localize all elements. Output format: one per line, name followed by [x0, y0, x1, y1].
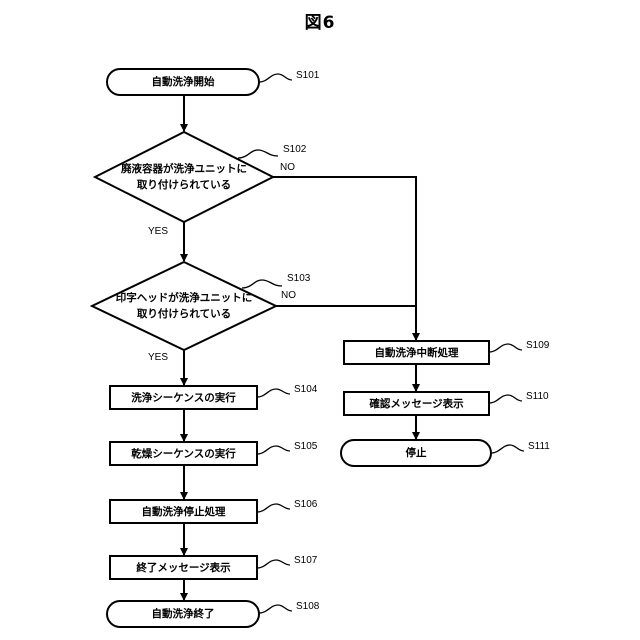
decision-node-s102: 廃液容器が洗浄ユニットに 取り付けられている [95, 160, 273, 194]
leader-s105 [257, 446, 290, 454]
step-label-s107: S107 [294, 555, 317, 566]
start-node: 自動洗浄開始 [107, 69, 259, 95]
process-node-s109: 自動洗浄中断処理 [344, 341, 489, 364]
decision-node-s103: 印字ヘッドが洗浄ユニットに 取り付けられている [92, 289, 276, 323]
decision-s103-line2: 取り付けられている [137, 306, 231, 322]
leader-s108 [259, 605, 292, 613]
stop-node: 停止 [341, 440, 491, 466]
decision-s102-line2: 取り付けられている [137, 177, 231, 193]
step-label-s108: S108 [296, 601, 319, 612]
process-node-s110: 確認メッセージ表示 [344, 392, 489, 415]
process-node-s107: 終了メッセージ表示 [110, 556, 257, 579]
no-label-s102: NO [280, 162, 295, 173]
step-label-s101: S101 [296, 70, 319, 81]
leader-s106 [257, 504, 290, 512]
process-node-s104: 洗浄シーケンスの実行 [110, 386, 257, 409]
leader-s109 [489, 344, 522, 352]
end-node: 自動洗浄終了 [107, 601, 259, 627]
leader-s104 [257, 389, 290, 397]
step-label-s110: S110 [526, 391, 549, 402]
decision-s102-line1: 廃液容器が洗浄ユニットに [121, 161, 247, 177]
leader-s111 [491, 445, 524, 453]
arrow-s102-no [273, 177, 416, 340]
yes-label-s103: YES [148, 352, 168, 363]
step-label-s102: S102 [283, 144, 306, 155]
leader-s102 [238, 150, 278, 158]
step-label-s111: S111 [528, 441, 550, 452]
step-label-s103: S103 [287, 273, 310, 284]
leader-s101 [259, 74, 292, 82]
step-label-s109: S109 [526, 340, 549, 351]
step-label-s105: S105 [294, 441, 317, 452]
no-label-s103: NO [281, 290, 296, 301]
process-node-s106: 自動洗浄停止処理 [110, 500, 257, 523]
step-label-s104: S104 [294, 384, 317, 395]
process-node-s105: 乾燥シーケンスの実行 [110, 442, 257, 465]
decision-s103-line1: 印字ヘッドが洗浄ユニットに [116, 290, 253, 306]
leader-s103 [242, 280, 282, 288]
leader-s110 [489, 395, 522, 403]
leader-s107 [257, 560, 290, 568]
yes-label-s102: YES [148, 226, 168, 237]
step-label-s106: S106 [294, 499, 317, 510]
